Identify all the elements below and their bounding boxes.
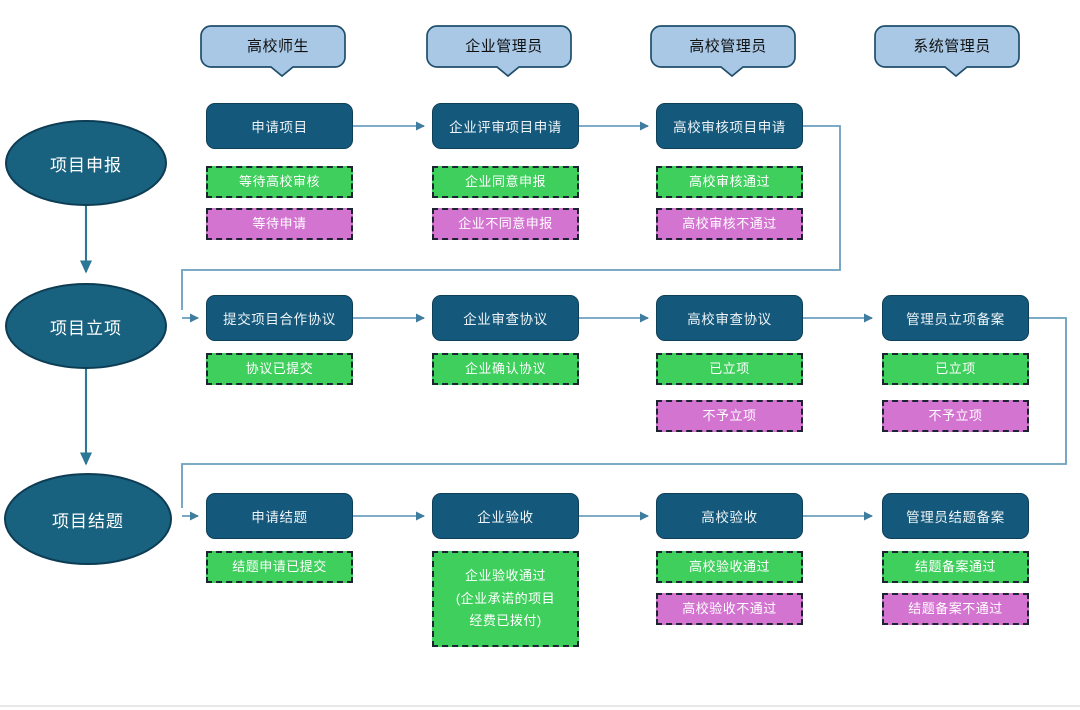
step-box-university-acceptance[interactable]: 高校验收 bbox=[656, 493, 803, 539]
stage-ellipse-shapes bbox=[4, 120, 172, 565]
wrap-row1-to-row2 bbox=[181, 125, 841, 310]
role-badge-system-admin[interactable]: 系统管理员 bbox=[885, 26, 1019, 67]
status-chip-ok[interactable]: 高校审核通过 bbox=[656, 166, 803, 198]
status-chip-ok[interactable]: 结题备案通过 bbox=[882, 551, 1029, 583]
step-box-apply-completion[interactable]: 申请结题 bbox=[206, 493, 353, 539]
step-box-admin-file-completion[interactable]: 管理员结题备案 bbox=[882, 493, 1029, 539]
step-box-university-check-agreement[interactable]: 高校审查协议 bbox=[656, 295, 803, 341]
status-chip-bad[interactable]: 结题备案不通过 bbox=[882, 593, 1029, 625]
role-bubble-1[interactable] bbox=[200, 25, 346, 78]
status-chip-bad[interactable]: 等待申请 bbox=[206, 208, 353, 240]
role-bubble-2[interactable] bbox=[426, 25, 572, 78]
step-box-apply-project[interactable]: 申请项目 bbox=[206, 103, 353, 149]
role-label: 高校管理员 bbox=[689, 38, 767, 55]
status-chip-ok[interactable]: 企业验收通过 (企业承诺的项目 经费已拨付) bbox=[432, 551, 579, 647]
status-chip-ok[interactable]: 企业同意申报 bbox=[432, 166, 579, 198]
wrap-row2-to-row3 bbox=[181, 317, 1067, 508]
role-label: 企业管理员 bbox=[465, 38, 543, 55]
status-chip-bad[interactable]: 高校验收不通过 bbox=[656, 593, 803, 625]
step-box-admin-file-approval[interactable]: 管理员立项备案 bbox=[882, 295, 1029, 341]
role-badge-teacher-student[interactable]: 高校师生 bbox=[211, 26, 345, 67]
step-box-enterprise-acceptance[interactable]: 企业验收 bbox=[432, 493, 579, 539]
status-chip-ok[interactable]: 已立项 bbox=[656, 353, 803, 385]
status-chip-ok[interactable]: 企业确认协议 bbox=[432, 353, 579, 385]
step-box-university-audit-application[interactable]: 高校审核项目申请 bbox=[656, 103, 803, 149]
status-chip-ok[interactable]: 等待高校审核 bbox=[206, 166, 353, 198]
role-badge-enterprise-admin[interactable]: 企业管理员 bbox=[437, 26, 571, 67]
status-chip-bad[interactable]: 高校审核不通过 bbox=[656, 208, 803, 240]
step-box-enterprise-check-agreement[interactable]: 企业审查协议 bbox=[432, 295, 579, 341]
status-chip-ok[interactable]: 结题申请已提交 bbox=[206, 551, 353, 583]
role-badge-university-admin[interactable]: 高校管理员 bbox=[661, 26, 795, 67]
stage-ellipse-approval[interactable] bbox=[5, 283, 167, 369]
status-chip-ok[interactable]: 已立项 bbox=[882, 353, 1029, 385]
status-chip-bad[interactable]: 企业不同意申报 bbox=[432, 208, 579, 240]
status-chip-bad[interactable]: 不予立项 bbox=[656, 400, 803, 432]
status-chip-bad[interactable]: 不予立项 bbox=[882, 400, 1029, 432]
role-badge-shapes bbox=[200, 25, 1020, 78]
step-box-enterprise-review-application[interactable]: 企业评审项目申请 bbox=[432, 103, 579, 149]
role-bubble-4[interactable] bbox=[874, 25, 1020, 78]
status-chip-ok[interactable]: 协议已提交 bbox=[206, 353, 353, 385]
role-label: 系统管理员 bbox=[913, 38, 991, 55]
role-label: 高校师生 bbox=[246, 38, 309, 55]
stage-ellipse-completion[interactable] bbox=[4, 473, 172, 565]
step-connectors bbox=[181, 121, 1067, 521]
step-box-submit-agreement[interactable]: 提交项目合作协议 bbox=[206, 295, 353, 341]
role-bubble-3[interactable] bbox=[650, 25, 796, 78]
status-chip-ok[interactable]: 高校验收通过 bbox=[656, 551, 803, 583]
stage-ellipse-declare[interactable] bbox=[5, 120, 167, 206]
